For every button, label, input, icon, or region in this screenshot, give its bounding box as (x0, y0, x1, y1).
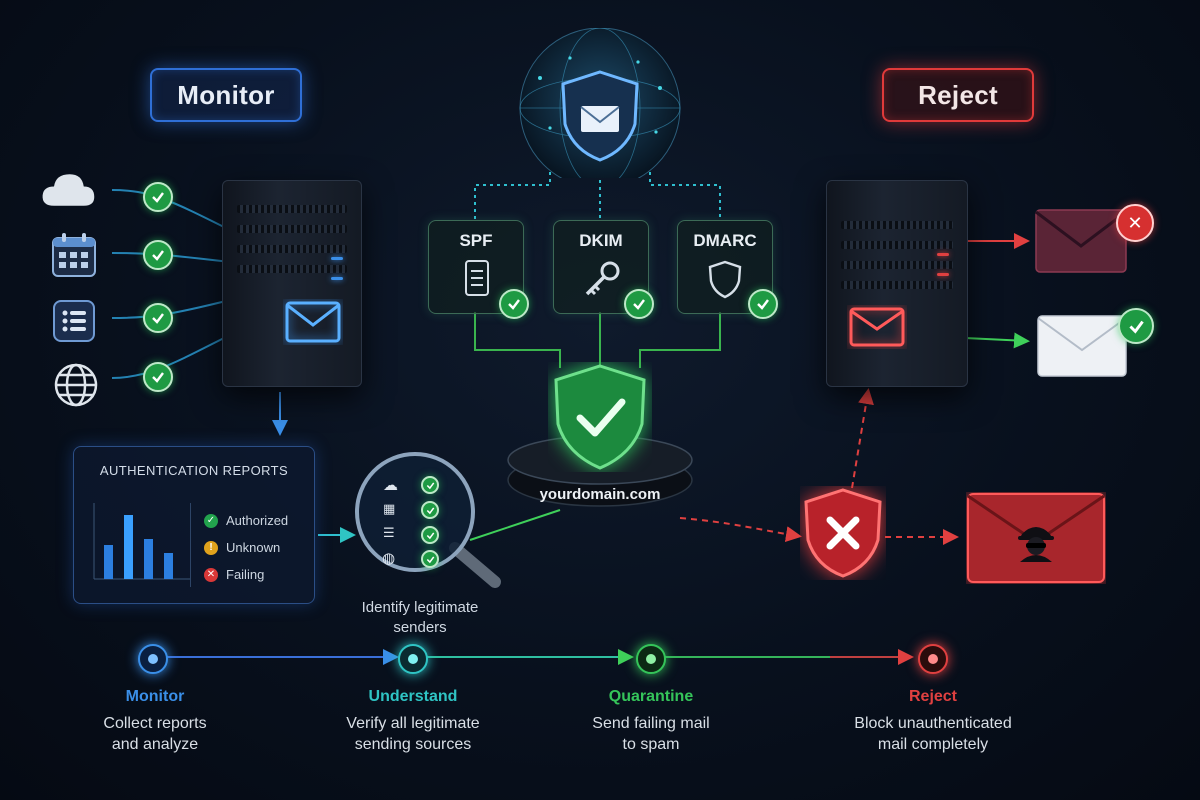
check-icon (421, 501, 439, 519)
dkim-label: DKIM (579, 231, 623, 250)
red-envelope-icon (847, 305, 907, 349)
mini-calendar-icon: ▦ (383, 501, 396, 516)
check-icon (143, 362, 173, 392)
dkim-card: DKIM (553, 220, 654, 319)
step-reject-title: Reject (908, 688, 958, 705)
timeline-node-monitor (138, 644, 168, 674)
globe-shield-graphic (510, 27, 690, 189)
step-understand-title: Understand (368, 688, 458, 705)
document-icon (454, 259, 498, 299)
globe-icon (48, 360, 104, 410)
calendar-icon (46, 230, 102, 280)
legend-authorized: ✓ Authorized (204, 513, 288, 528)
cross-icon: ✕ (1116, 204, 1154, 242)
domain-label: yourdomain.com (539, 486, 661, 503)
check-icon (1118, 308, 1154, 344)
legend-unknown: ! Unknown (204, 540, 280, 555)
mini-cloud-icon: ☁ (383, 477, 398, 494)
timeline-node-quarantine (636, 644, 666, 674)
cloud-icon (40, 165, 96, 215)
shield-outline-icon (703, 259, 747, 299)
check-icon (421, 476, 439, 494)
check-icon (748, 289, 778, 319)
magnifier-icon: ☁ ▦ ☰ ◍ (355, 448, 505, 588)
red-shield-cross-icon (800, 486, 886, 580)
check-icon (143, 303, 173, 333)
mini-globe-icon: ◍ (382, 550, 396, 567)
rejected-mail-icon (1034, 208, 1128, 274)
dmarc-label: DMARC (693, 231, 757, 250)
spf-label: SPF (459, 231, 493, 250)
authentication-reports-panel: AUTHENTICATION REPORTS ✓ Authorized ! Un… (73, 446, 315, 604)
step-reject-desc: Block unauthenticated mail completely (854, 715, 1012, 753)
check-icon (143, 240, 173, 270)
identify-caption: Identify legitimate senders (361, 599, 479, 636)
key-icon (579, 259, 623, 299)
check-icon (499, 289, 529, 319)
spoofed-mail-icon (966, 492, 1106, 584)
shield-envelope-icon (557, 68, 643, 164)
warning-icon: ! (204, 540, 218, 555)
dmarc-card: DMARC (677, 220, 778, 319)
step-understand-desc: Verify all legitimate sending sources (346, 715, 480, 753)
check-icon (421, 550, 439, 568)
check-icon (143, 182, 173, 212)
list-icon (46, 296, 102, 346)
green-shield-check-icon (548, 362, 652, 472)
spf-card: SPF (428, 220, 529, 319)
hacker-icon (1016, 518, 1056, 562)
accepted-mail-icon (1036, 314, 1128, 378)
timeline-node-reject (918, 644, 948, 674)
envelope-icon (283, 299, 343, 345)
receiving-server (826, 180, 968, 387)
monitor-stage-label: Monitor (150, 68, 302, 122)
legend-failing: ✕ Failing (204, 567, 264, 582)
check-icon (421, 526, 439, 544)
step-quarantine-desc: Send failing mail to spam (592, 715, 710, 753)
timeline-node-understand (398, 644, 428, 674)
bar-chart-icon (93, 503, 190, 580)
reject-stage-label: Reject (882, 68, 1034, 122)
cross-icon: ✕ (204, 567, 218, 582)
reports-title: AUTHENTICATION REPORTS (99, 463, 289, 478)
mini-list-icon: ☰ (383, 525, 395, 540)
mail-server (222, 180, 362, 387)
step-monitor-title: Monitor (125, 688, 185, 705)
step-monitor-desc: Collect reports and analyze (103, 715, 207, 753)
step-quarantine-title: Quarantine (608, 688, 694, 705)
check-icon: ✓ (204, 513, 218, 528)
check-icon (624, 289, 654, 319)
